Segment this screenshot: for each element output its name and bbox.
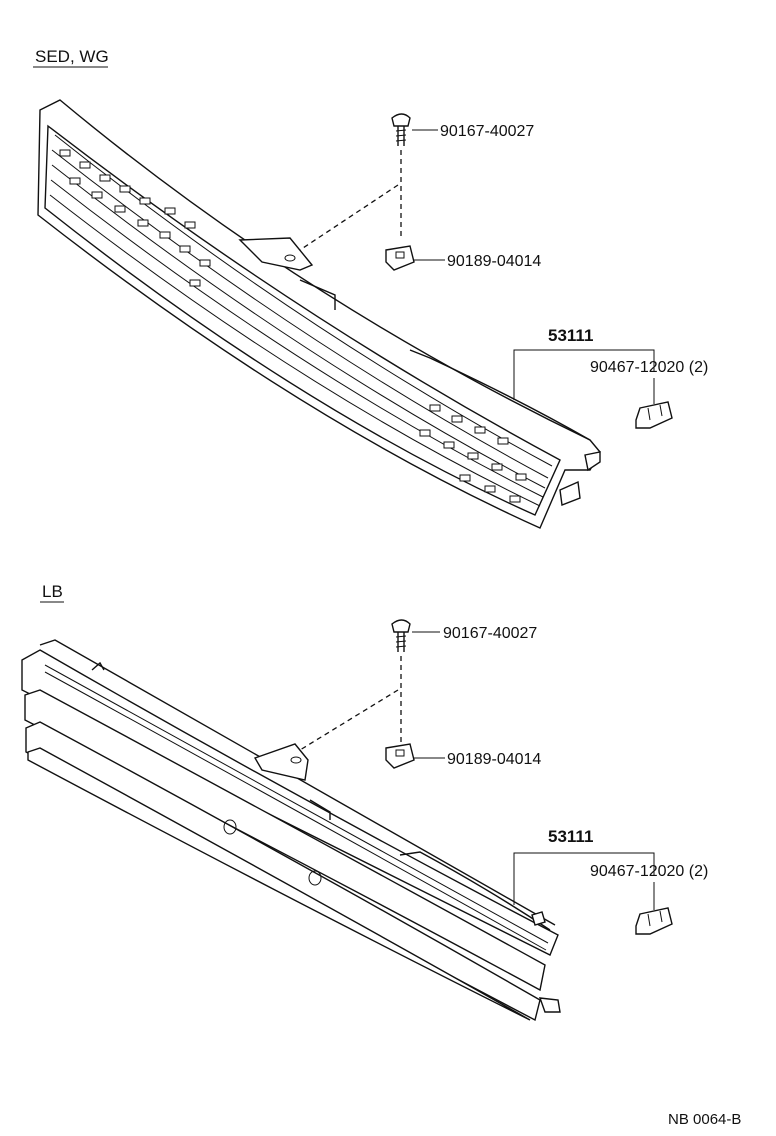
section-label: LB [42, 582, 63, 601]
part-number-screw: 90167-40027 [443, 625, 537, 642]
assembly-bracket-line [513, 852, 655, 905]
part-number-clip: 90467-12020 (2) [590, 359, 708, 376]
install-line [299, 184, 399, 251]
part-number-nut: 90189-04014 [447, 253, 541, 270]
mounting-hole [223, 819, 237, 835]
diagram-code: NB 0064-B [668, 1111, 741, 1128]
retainer-clip-icon [635, 907, 673, 935]
clip-nut-icon [385, 743, 415, 769]
clip-nut-icon [385, 245, 415, 271]
section-label: SED, WG [35, 47, 109, 66]
screw-icon [391, 113, 411, 146]
section-sed-wg: SED, WG [33, 47, 708, 529]
part-number-nut: 90189-04014 [447, 751, 541, 768]
install-line [299, 689, 399, 751]
part-number-screw: 90167-40027 [440, 123, 534, 140]
assembly-bracket-line [513, 349, 655, 400]
screw-icon [391, 619, 411, 652]
grille-lb [21, 639, 561, 1022]
section-lb: LB [21, 582, 708, 1022]
grille-sed-wg [37, 99, 601, 529]
part-number-assembly: 53111 [548, 827, 593, 846]
part-number-clip: 90467-12020 (2) [590, 863, 708, 880]
part-number-assembly: 53111 [548, 326, 593, 345]
mounting-hole [308, 870, 322, 886]
mesh-slots-left [59, 149, 211, 287]
retainer-clip-icon [635, 401, 673, 429]
mesh-slots-right [419, 404, 527, 503]
